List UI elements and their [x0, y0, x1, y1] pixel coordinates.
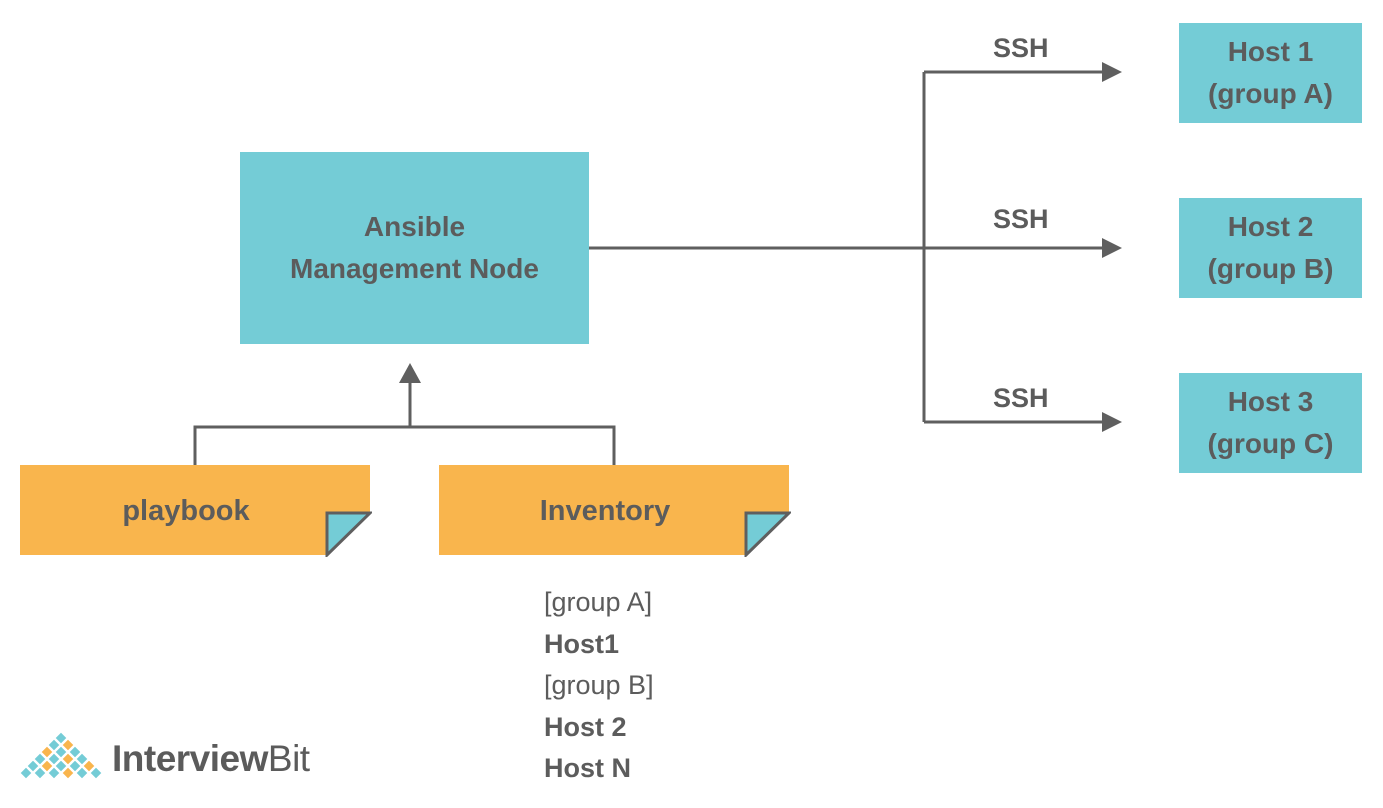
inventory-group-line: [group A] — [544, 587, 653, 617]
note-shape — [20, 465, 372, 557]
folded-corner-icon — [325, 511, 372, 557]
host-box-1: Host 1 (group A) — [1179, 23, 1362, 123]
arrow-up-node-icon — [399, 363, 421, 383]
host-group: (group A) — [1208, 78, 1333, 109]
playbook-label: playbook — [122, 494, 250, 527]
inventory-host-line: Host1 — [544, 628, 620, 659]
node-title-line2: Management Node — [290, 253, 539, 284]
note-shape — [439, 465, 791, 557]
arrow-host1-icon — [1102, 62, 1122, 82]
folded-corner-icon — [744, 511, 791, 557]
ssh-label-2: SSH — [993, 204, 1049, 234]
logo-diamond-icon — [19, 731, 103, 780]
notes-to-node-line — [193, 425, 616, 466]
logo-word-interview: Interview — [112, 738, 268, 779]
inventory-host-line: Host 2 — [544, 711, 627, 742]
inventory-group-line: [group B] — [544, 670, 654, 700]
interviewbit-logo: InterviewBit — [18, 730, 310, 788]
arrow-host3-icon — [1102, 412, 1122, 432]
inventory-label: Inventory — [539, 494, 671, 527]
arrow-host2-icon — [1102, 238, 1122, 258]
logo-wordmark: InterviewBit — [112, 738, 310, 780]
host-group: (group C) — [1207, 428, 1334, 459]
node-title-line1: Ansible — [363, 211, 466, 242]
logo-word-bit: Bit — [267, 738, 310, 779]
host-name: Host 3 — [1227, 386, 1314, 417]
inventory-host-line: Host N — [544, 753, 631, 783]
ssh-label-1: SSH — [993, 33, 1049, 63]
host-name: Host 2 — [1227, 211, 1314, 242]
inventory-contents: [group A] Host1 [group B] Host 2 Host N — [544, 582, 654, 790]
ssh-label-3: SSH — [993, 383, 1049, 413]
host-box-3: Host 3 (group C) — [1179, 373, 1362, 473]
host-name: Host 1 — [1227, 36, 1314, 67]
ansible-management-node: Ansible Management Node — [240, 152, 589, 344]
inventory-note: Inventory — [439, 465, 791, 557]
playbook-note: playbook — [20, 465, 372, 557]
host-group: (group B) — [1207, 253, 1334, 284]
host-box-2: Host 2 (group B) — [1179, 198, 1362, 298]
